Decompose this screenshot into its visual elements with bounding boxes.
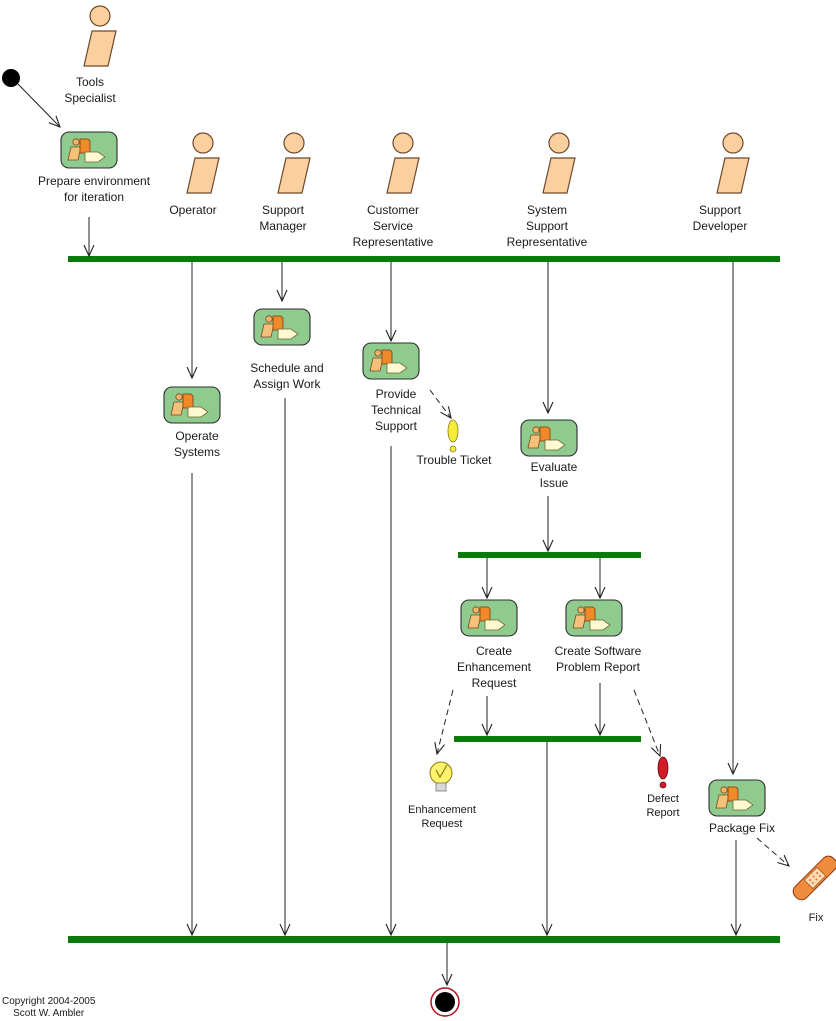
prepare-environment-activity-icon xyxy=(60,131,118,169)
enhancement-request-label: Enhancement Request xyxy=(408,804,476,830)
enhancement-request-lightbulb-icon xyxy=(429,761,453,792)
operator-actor-icon xyxy=(186,132,220,194)
support-developer-actor-icon xyxy=(716,132,750,194)
copyright-text: Copyright 2004-2005 Scott W. Ambler xyxy=(2,996,96,1019)
defect-report-label: Defect Report xyxy=(646,793,680,819)
evaluate-issue-label: Evaluate Issue xyxy=(530,460,578,490)
fix-bandage-icon xyxy=(792,855,836,901)
object-flow-trouble-ticket xyxy=(429,389,451,418)
operator-label: Operator xyxy=(169,203,217,217)
support-developer-label: Support Developer xyxy=(692,203,748,233)
support-manager-actor-icon xyxy=(277,132,311,194)
fork-bar-evaluate xyxy=(458,552,641,558)
system-support-label: System Support Representative xyxy=(506,203,588,249)
provide-support-activity-icon xyxy=(362,342,420,380)
package-fix-activity-icon xyxy=(708,779,766,817)
trouble-ticket-icon xyxy=(447,419,459,453)
customer-service-label: Customer Service Representative xyxy=(352,203,434,249)
package-fix-label: Package Fix xyxy=(708,821,776,835)
object-flow-fix xyxy=(756,837,789,866)
tools-specialist-label: Tools Specialist xyxy=(64,75,116,105)
initial-node xyxy=(2,69,20,87)
trouble-ticket-label: Trouble Ticket xyxy=(416,453,492,467)
final-node xyxy=(430,987,460,1017)
provide-support-label: Provide Technical Support xyxy=(370,387,422,433)
join-bar-reports xyxy=(454,736,641,742)
prepare-environment-label: Prepare environment for iteration xyxy=(37,174,151,204)
defect-report-icon xyxy=(657,756,669,789)
join-bar-final xyxy=(68,936,780,943)
system-support-actor-icon xyxy=(542,132,576,194)
create-enhancement-label: Create Enhancement Request xyxy=(456,644,532,690)
object-flow-enhancement-request xyxy=(437,689,454,754)
schedule-assign-label: Schedule and Assign Work xyxy=(250,361,324,391)
support-manager-label: Support Manager xyxy=(259,203,307,233)
initial-flow xyxy=(17,83,60,127)
customer-service-actor-icon xyxy=(386,132,420,194)
tools-specialist-actor-icon xyxy=(83,5,117,67)
operate-systems-label: Operate Systems xyxy=(173,429,220,459)
schedule-assign-activity-icon xyxy=(253,308,311,346)
evaluate-issue-activity-icon xyxy=(520,419,578,457)
fix-label: Fix xyxy=(808,912,824,924)
create-problem-report-label: Create Software Problem Report xyxy=(554,644,642,674)
fork-bar-main xyxy=(68,256,780,262)
operate-systems-activity-icon xyxy=(163,386,221,424)
create-enhancement-activity-icon xyxy=(460,599,518,637)
object-flow-defect-report xyxy=(633,689,660,756)
create-problem-report-activity-icon xyxy=(565,599,623,637)
